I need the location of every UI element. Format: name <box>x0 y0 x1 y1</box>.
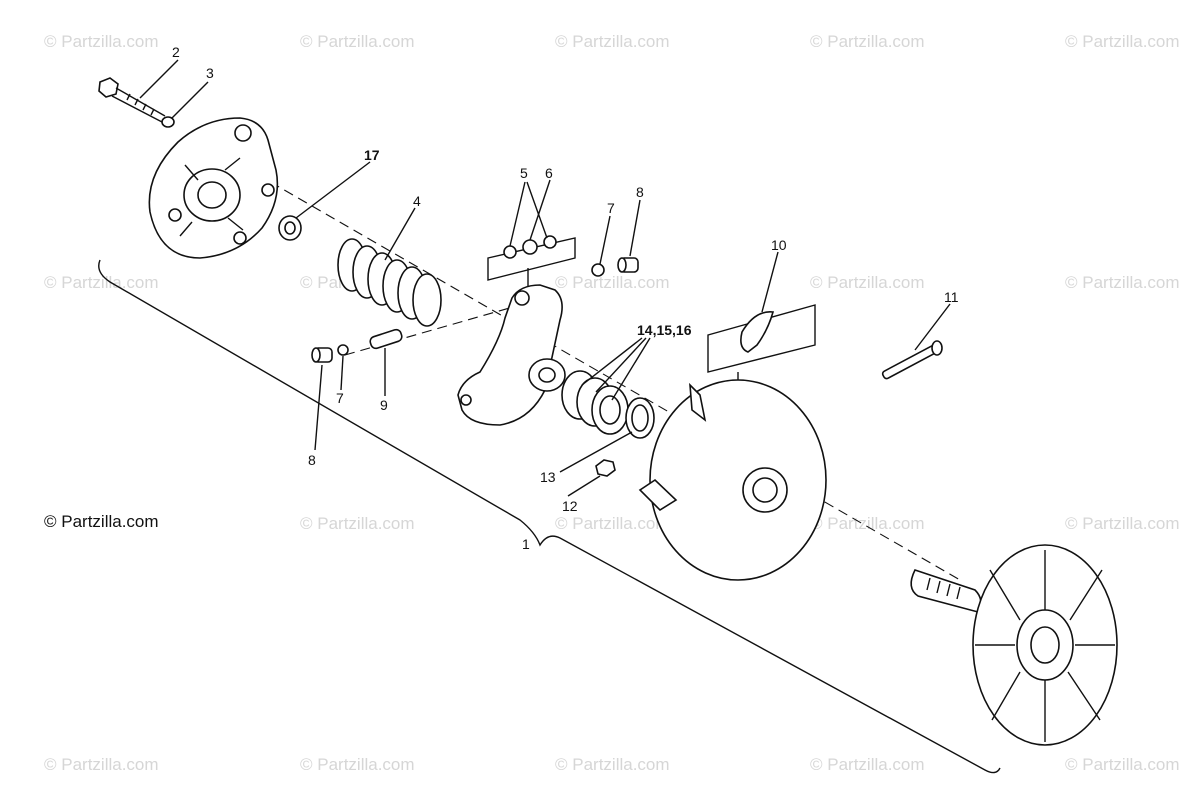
watermark: © Partzilla.com <box>555 514 670 533</box>
clip-part <box>591 263 605 277</box>
callout-1: 1 <box>522 536 530 552</box>
watermark: © Partzilla.com <box>1065 32 1180 51</box>
leader-line <box>914 303 951 351</box>
callout-5: 5 <box>520 165 528 181</box>
watermark: © Partzilla.com <box>810 755 925 774</box>
callout-6: 6 <box>545 165 553 181</box>
callout-2: 2 <box>172 44 180 60</box>
spring-part <box>337 238 442 327</box>
watermark: © Partzilla.com <box>810 32 925 51</box>
copyright-credit: © Partzilla.com <box>44 512 159 531</box>
watermark: © Partzilla.com <box>555 32 670 51</box>
leader-line <box>761 251 779 313</box>
watermark: © Partzilla.com <box>44 273 159 292</box>
watermark: © Partzilla.com <box>1065 755 1180 774</box>
sleeve-part <box>625 397 655 439</box>
callout-13: 13 <box>540 469 556 485</box>
fixed-sheave-part <box>910 544 1118 746</box>
watermark: © Partzilla.com <box>300 514 415 533</box>
leader-line <box>629 199 641 257</box>
watermark: © Partzilla.com <box>300 32 415 51</box>
watermark: © Partzilla.com <box>555 273 670 292</box>
movable-sheave-part <box>638 379 827 581</box>
clip-part <box>337 344 349 356</box>
leader-line <box>526 181 548 239</box>
leader-line <box>611 337 651 401</box>
nut-part <box>595 459 616 477</box>
long-bolt-part <box>881 340 943 380</box>
callout-17: 17 <box>364 147 380 163</box>
callout-7: 7 <box>607 200 615 216</box>
leader-line <box>295 161 371 219</box>
watermark: © Partzilla.com <box>44 32 159 51</box>
watermark: © Partzilla.com <box>555 755 670 774</box>
leader-line <box>567 475 601 497</box>
leader-line <box>509 181 526 247</box>
leader-line <box>139 59 179 99</box>
callout-8: 8 <box>308 452 316 468</box>
callout-4: 4 <box>413 193 421 209</box>
ring-set-part <box>561 370 629 435</box>
callout-8: 8 <box>636 184 644 200</box>
shoe-group-part <box>707 304 816 392</box>
washer-part <box>161 116 175 128</box>
callout-3: 3 <box>206 65 214 81</box>
callout-9: 9 <box>380 397 388 413</box>
leader-line <box>340 355 344 391</box>
roller-group-part <box>487 235 576 290</box>
leader-line <box>599 215 611 265</box>
assembly-bracket <box>98 259 1001 774</box>
pin-centerline <box>344 304 521 356</box>
callout-7: 7 <box>336 390 344 406</box>
callout-11: 11 <box>944 289 959 305</box>
callout-10: 10 <box>771 237 787 253</box>
cam-arm-part <box>457 284 566 426</box>
leader-line <box>171 81 209 119</box>
pin-part <box>369 328 403 350</box>
watermark: © Partzilla.com <box>1065 273 1180 292</box>
watermark: © Partzilla.com <box>810 273 925 292</box>
callout-14-15-16: 14,15,16 <box>637 322 692 338</box>
watermark: © Partzilla.com <box>810 514 925 533</box>
leader-line <box>595 337 647 393</box>
callout-12: 12 <box>562 498 578 514</box>
leader-line <box>384 207 416 261</box>
spider-cover-part <box>148 117 279 259</box>
button-part <box>311 347 333 363</box>
leader-line <box>529 179 551 241</box>
bushing-part <box>278 215 302 241</box>
leader-line <box>314 364 323 451</box>
watermark: © Partzilla.com <box>44 755 159 774</box>
bolt-part <box>98 77 166 123</box>
axis-centerline <box>214 149 961 581</box>
leader-line <box>559 431 633 473</box>
watermark: © Partzilla.com <box>300 755 415 774</box>
leader-line <box>581 337 643 386</box>
button-part <box>617 257 639 273</box>
watermark: © Partzilla.com <box>1065 514 1180 533</box>
